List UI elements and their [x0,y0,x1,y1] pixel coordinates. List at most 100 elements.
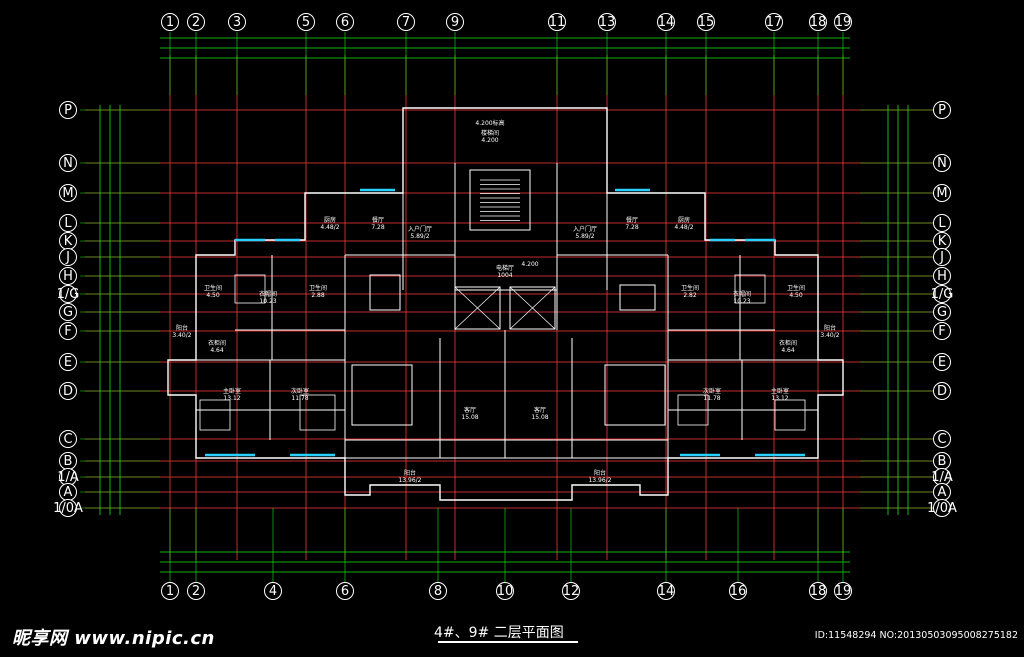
axis-bubble-left-circle [59,214,77,232]
axis-bubble-top-circle [657,13,675,31]
axis-bubble-right-circle [933,285,951,303]
axis-bubble-left-label: J [65,250,70,265]
axis-bubble-left-label: H [63,269,73,284]
room-area-label: 4.48/2 [320,224,339,231]
room-name-label: 阳台 [404,469,416,477]
room-area-label: 4.200 [481,137,498,144]
building-outline [167,107,844,501]
room-name-label: 衣帽间 [733,290,751,298]
room-area-label: 15.08 [531,414,548,421]
room-area-label: 4.64 [210,347,224,354]
room-name-label: 次卧室 [291,387,309,395]
axis-bubble-bottom-label: 8 [434,584,442,599]
axis-bubble-top-label: 3 [233,15,241,30]
axis-bubble-top-label: 5 [302,15,310,30]
room-name-label: 卫生间 [681,284,699,292]
axis-bubble-bottom-label: 12 [563,584,580,599]
axis-bubble-left-label: 1/A [57,470,79,485]
axis-bubble-right-circle [933,499,951,517]
axis-bubble-right-circle [933,382,951,400]
axis-bubble-right-label: L [938,216,946,231]
dining-table-left [369,274,401,311]
axis-bubble-left-circle [59,499,77,517]
axis-bubble-right-circle [933,248,951,266]
axis-bubble-bottom-circle [729,582,747,600]
axis-bubble-bottom-circle [809,582,827,600]
image-id-text: ID:11548294 NO:20130503095008275182 [814,630,1018,641]
axis-bubble-left-label: E [64,355,72,370]
axis-bubble-bottom-label: 4 [269,584,277,599]
room-name-label: 卫生间 [787,284,805,292]
axis-bubble-right-label: B [938,454,947,469]
living-room-rug-right [604,364,666,426]
elevator-cross [509,286,556,330]
axis-bubble-left-circle [59,303,77,321]
drawing-title: 4#、9# 二层平面图 [434,625,564,641]
bed [677,394,709,426]
room-area-label: 2.88 [311,292,325,299]
axis-bubble-right-circle [933,214,951,232]
axis-bubble-right-circle [933,353,951,371]
bed [199,399,231,431]
room-name-label: 主卧室 [771,387,789,395]
room-area-label: 5.89/2 [575,233,594,240]
elevator-cross [454,286,501,330]
axis-bubble-left-label: F [64,324,71,339]
room-name-label: 卫生间 [309,284,327,292]
dining-table-right [619,284,656,311]
axis-bubble-bottom-label: 1 [166,584,174,599]
axis-bubble-right-label: 1/A [931,470,953,485]
axis-bubble-top-circle [548,13,566,31]
room-area-label: 10.23 [733,298,750,305]
room-area-label: 7.28 [371,224,385,231]
room-area-label: 13.12 [223,395,240,402]
elevator-right [509,286,556,330]
axis-bubble-left-label: 1/G [57,287,80,302]
axis-bubble-top-circle [697,13,715,31]
axis-bubble-left-label: 1/0A [53,501,83,516]
room-name-label: 衣帽间 [259,290,277,298]
axis-bubble-top-circle [809,13,827,31]
room-area-label: 1004 [497,272,512,279]
axis-bubble-left-circle [59,353,77,371]
axis-bubble-bottom-label: 19 [835,584,852,599]
axis-bubble-top-label: 6 [341,15,349,30]
axis-bubble-right-label: D [937,384,947,399]
axis-bubble-left-circle [59,285,77,303]
room-area-label: 13.96/2 [588,477,611,484]
title-underline [438,641,578,643]
axis-bubble-top-label: 17 [766,15,783,30]
axis-bubble-bottom-circle [562,582,580,600]
bed [774,399,806,431]
axis-bubble-top-circle [336,13,354,31]
axis-bubble-left-label: G [63,305,73,320]
room-area-label: 11.78 [703,395,720,402]
axis-bubble-right-label: J [939,250,944,265]
axis-bubble-bottom-label: 16 [730,584,747,599]
axis-bubble-right-circle [933,184,951,202]
axis-bubble-top-circle [187,13,205,31]
axis-bubble-right-circle [933,101,951,119]
level-mark-label: 4.200标高 [475,119,504,127]
room-name-label: 主卧室 [223,387,241,395]
bed [734,274,766,304]
axis-bubble-top-circle [765,13,783,31]
axis-bubble-right-circle [933,430,951,448]
axis-bubble-left-label: D [63,384,73,399]
room-area-label: 15.08 [461,414,478,421]
axis-bubble-top-circle [228,13,246,31]
axis-bubble-right-label: K [938,234,947,249]
axis-bubble-top-label: 14 [658,15,675,30]
axis-bubble-bottom-label: 14 [658,584,675,599]
axis-bubble-left-circle [59,382,77,400]
axis-bubble-top-label: 1 [166,15,174,30]
axis-bubble-top-label: 11 [549,15,566,30]
room-area-label: 7.28 [625,224,639,231]
axis-bubble-bottom-circle [657,582,675,600]
room-area-label: 3.40/2 [172,332,191,339]
living-room-rug-left [351,364,413,426]
axis-bubble-left-circle [59,154,77,172]
axis-bubble-top-label: 19 [835,15,852,30]
